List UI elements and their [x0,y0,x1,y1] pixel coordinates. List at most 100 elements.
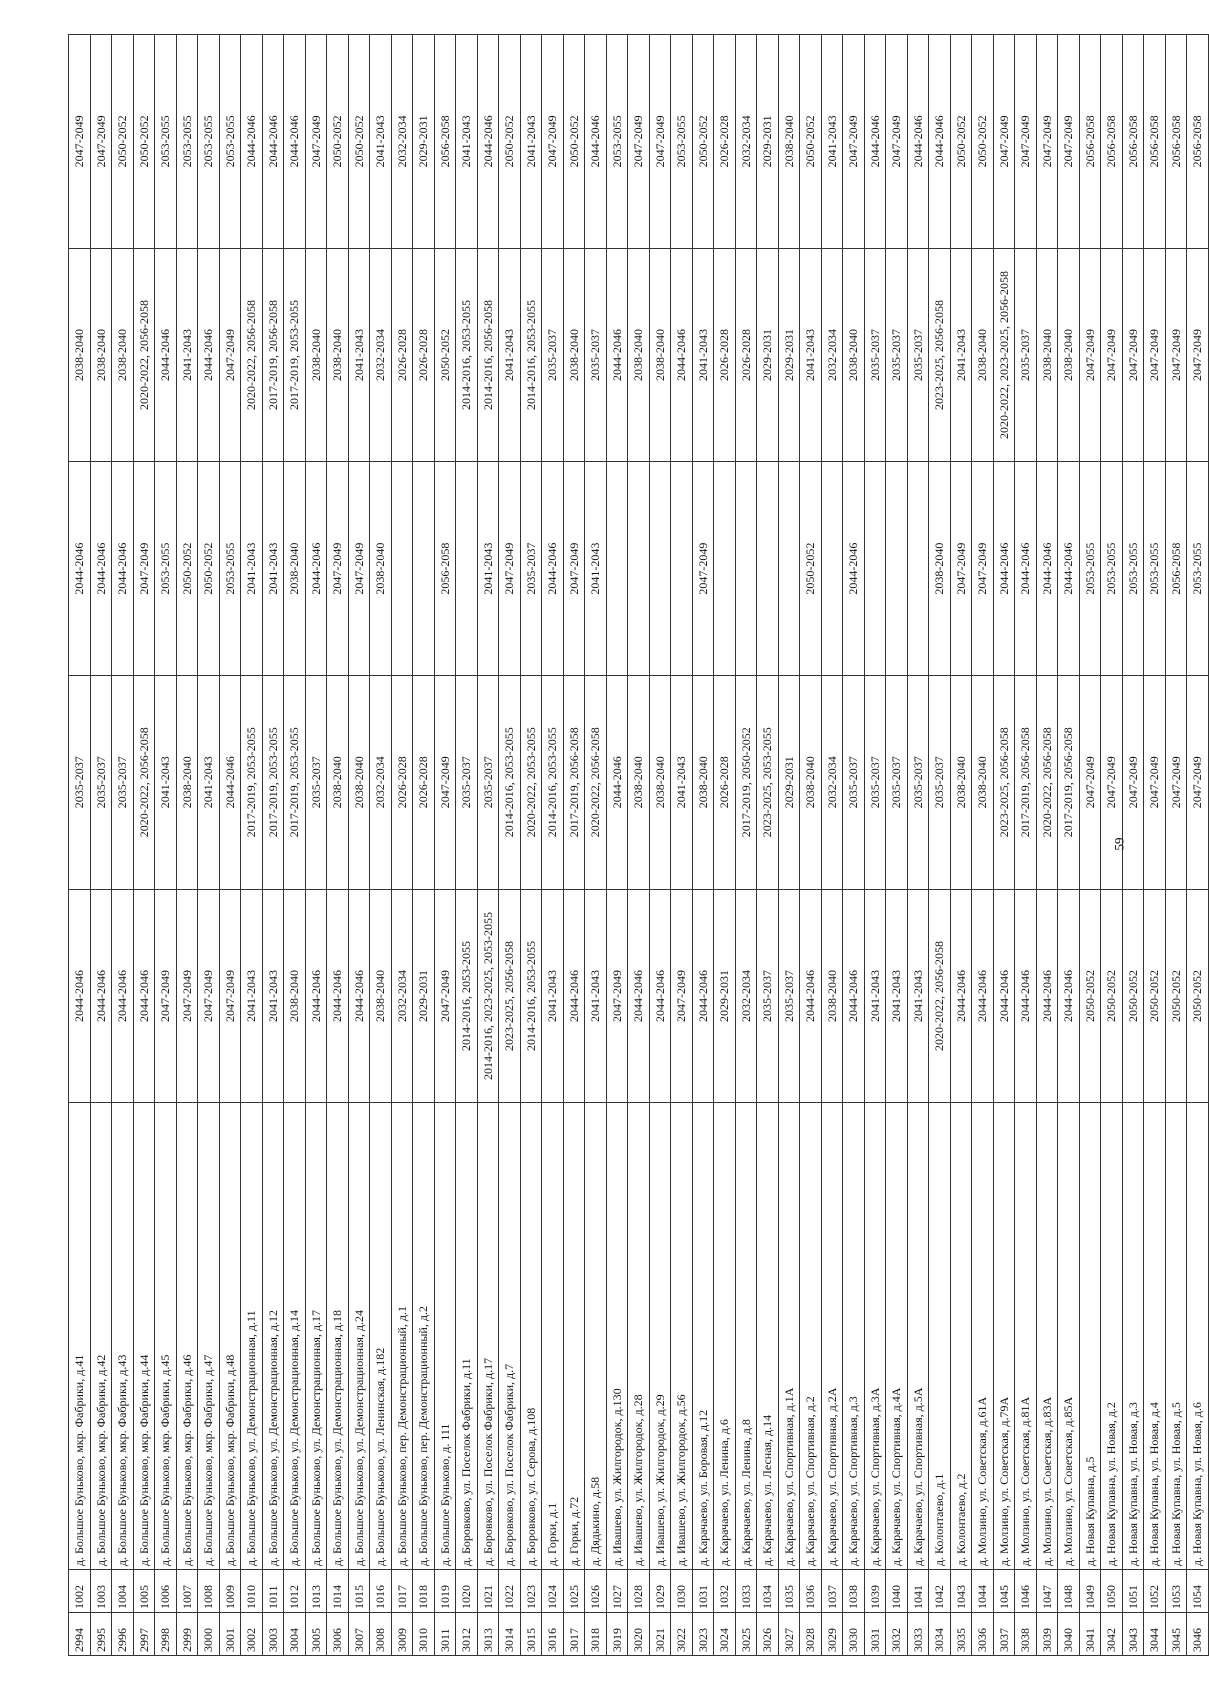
period-cell-5: 2044-2046 [477,34,499,249]
item-number: 1004 [111,1569,133,1613]
period-cell-5: 2056-2058 [1186,34,1208,249]
item-number: 1051 [1122,1569,1144,1613]
period-cell-2: 2026-2028 [713,675,735,890]
address-cell: д. Карачаево, ул. Спортивная, д.2 [799,1102,821,1570]
period-cell-3: 2053-2055 [154,461,176,676]
period-cell-2: 2026-2028 [391,675,413,890]
row-number: 3006 [326,1612,348,1656]
address-cell: д. Ивашево, ул. Жилгородок, д.29 [649,1102,671,1570]
period-cell-2: 2044-2046 [606,675,628,890]
row-number: 3033 [907,1612,929,1656]
period-cell-5: 2029-2031 [412,34,434,249]
item-number: 1053 [1165,1569,1187,1613]
item-number: 1023 [520,1569,542,1613]
period-cell-4: 2038-2040 [649,248,671,462]
period-cell-4: 2047-2049 [219,248,241,462]
period-cell-1: 2044-2046 [1057,889,1079,1103]
period-cell-1: 2044-2046 [348,889,370,1103]
period-cell-2: 2047-2049 [434,675,456,890]
row-number: 3038 [1014,1612,1036,1656]
period-cell-4: 2047-2049 [1186,248,1208,462]
period-cell-1: 2050-2052 [1079,889,1101,1103]
period-cell-1: 2044-2046 [1014,889,1036,1103]
item-number: 1052 [1143,1569,1165,1613]
period-cell-4: 2047-2049 [1100,248,1122,462]
address-cell: д. Большое Буньково, пер. Демонстрационн… [391,1102,413,1570]
period-cell-5: 2053-2055 [219,34,241,249]
period-cell-5: 2050-2052 [692,34,714,249]
row-number: 2996 [111,1612,133,1656]
period-cell-3 [821,461,843,676]
address-cell: д. Большое Буньково, ул. Демонстрационна… [240,1102,262,1570]
period-cell-4: 2026-2028 [713,248,735,462]
item-number: 1020 [455,1569,477,1613]
row-number: 3037 [993,1612,1015,1656]
period-cell-2: 2038-2040 [176,675,198,890]
item-number: 1009 [219,1569,241,1613]
period-cell-3: 2044-2046 [842,461,864,676]
period-cell-4: 2038-2040 [971,248,993,462]
period-cell-5: 2053-2055 [670,34,692,249]
period-cell-3: 2053-2055 [1100,461,1122,676]
period-cell-3 [606,461,628,676]
period-cell-3: 2050-2052 [176,461,198,676]
period-cell-3: 2053-2055 [1186,461,1208,676]
period-cell-1: 2047-2049 [670,889,692,1103]
period-cell-4: 2035-2037 [541,248,563,462]
period-cell-5: 2047-2049 [993,34,1015,249]
item-number: 1035 [778,1569,800,1613]
item-number: 1007 [176,1569,198,1613]
period-cell-1: 2041-2043 [541,889,563,1103]
period-cell-4: 2035-2037 [907,248,929,462]
period-cell-3 [756,461,778,676]
period-cell-1: 2047-2049 [154,889,176,1103]
period-cell-5: 2050-2052 [563,34,585,249]
address-cell: д. Карачаево, ул. Спортивная, д.4А [885,1102,907,1570]
item-number: 1026 [584,1569,606,1613]
period-cell-1: 2050-2052 [1165,889,1187,1103]
item-number: 1010 [240,1569,262,1613]
period-cell-1: 2047-2049 [606,889,628,1103]
address-cell: д. Большое Буньково, ул. Демонстрационна… [305,1102,327,1570]
period-cell-3: 2056-2058 [434,461,456,676]
period-cell-3: 2053-2055 [1122,461,1144,676]
period-cell-4: 2017-2019, 2053-2055 [283,248,305,462]
address-cell: д. Большое Буньково, мкр. Фабрики, д.43 [111,1102,133,1570]
period-cell-4: 2032-2034 [369,248,391,462]
row-number: 3003 [262,1612,284,1656]
row-number: 3034 [928,1612,950,1656]
period-cell-3: 2038-2040 [928,461,950,676]
period-cell-2: 2035-2037 [68,675,90,890]
period-cell-4: 2014-2016, 2053-2055 [520,248,542,462]
address-cell: д. Молзино, ул. Советская, д.61А [971,1102,993,1570]
row-number: 2997 [133,1612,155,1656]
period-cell-5: 2047-2049 [68,34,90,249]
address-cell: д. Карачаево, ул. Спортивная, д.5А [907,1102,929,1570]
row-number: 3043 [1122,1612,1144,1656]
address-cell: д. Большое Буньково, мкр. Фабрики, д.46 [176,1102,198,1570]
period-cell-4: 2038-2040 [68,248,90,462]
period-cell-2: 2032-2034 [821,675,843,890]
period-cell-2: 2023-2025, 2053-2055 [756,675,778,890]
period-cell-5: 2047-2049 [1014,34,1036,249]
period-cell-1: 2047-2049 [176,889,198,1103]
row-number: 3011 [434,1612,456,1656]
address-cell: д. Колонтаево, д.1 [928,1102,950,1570]
period-cell-2: 2020-2022, 2056-2058 [1036,675,1058,890]
period-cell-3: 2044-2046 [541,461,563,676]
address-cell: д. Карачаево, ул. Ленина, д.6 [713,1102,735,1570]
period-cell-1: 2044-2046 [799,889,821,1103]
period-cell-1: 2044-2046 [111,889,133,1103]
